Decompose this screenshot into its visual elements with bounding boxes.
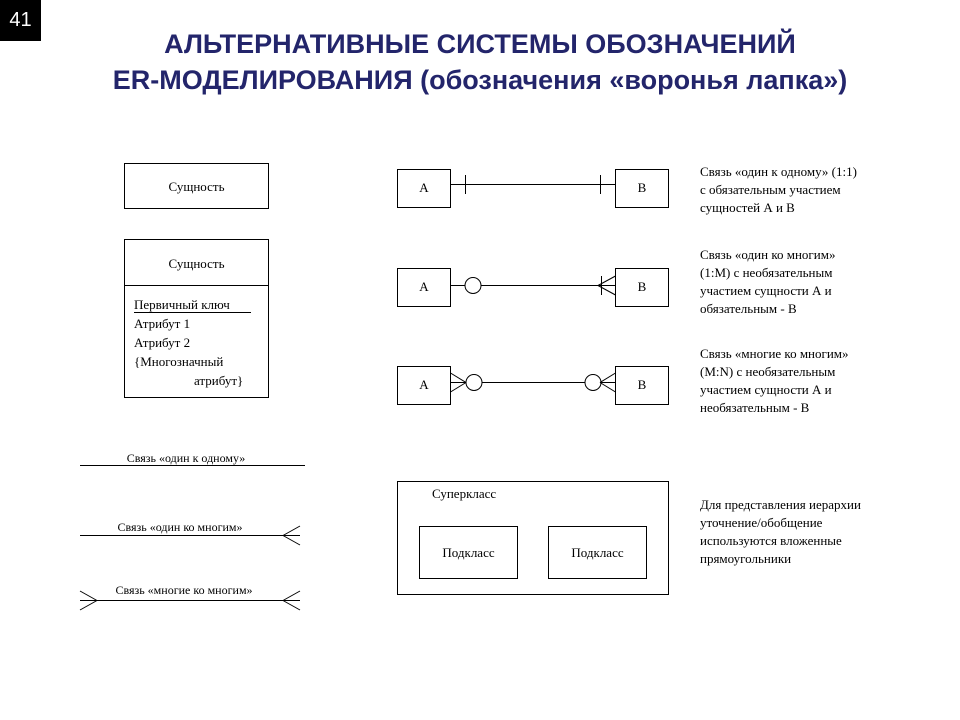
rel2-description-line: участием сущности А и	[700, 283, 832, 298]
multivalued-attribute-label-2: атрибут}	[194, 373, 244, 388]
subclass-label-1: Подкласс	[442, 545, 494, 560]
entity-detailed-label: Сущность	[168, 256, 224, 271]
entity-simple-label: Сущность	[168, 179, 224, 194]
rel2-label-b: B	[638, 279, 647, 294]
page-title: АЛЬТЕРНАТИВНЫЕ СИСТЕМЫ ОБОЗНАЧЕНИЙ ER-МО…	[0, 26, 960, 98]
title-line-2: ER-МОДЕЛИРОВАНИЯ (обозначения «воронья л…	[112, 65, 848, 95]
rel3-label-b: B	[638, 377, 647, 392]
superclass-label: Суперкласс	[432, 486, 496, 501]
rel1-label-a: A	[419, 180, 429, 195]
rel3-description-line: участием сущности А и	[700, 382, 832, 397]
rel3-description-line: (M:N) с необязательным	[700, 364, 836, 379]
rel2-description-line: обязательным - В	[700, 301, 797, 316]
title-line-1: АЛЬТЕРНАТИВНЫЕ СИСТЕМЫ ОБОЗНАЧЕНИЙ	[164, 29, 796, 59]
rel3-label-a: A	[419, 377, 429, 392]
slide-number: 41	[0, 0, 41, 41]
hierarchy-description-line: используются вложенные	[700, 533, 842, 548]
hierarchy-description-line: прямоугольники	[700, 551, 792, 566]
rel1-description-line: с обязательным участием	[700, 182, 841, 197]
hierarchy-description-line: уточнение/обобщение	[700, 515, 823, 530]
legend-label-many-to-many: Связь «многие ко многим»	[115, 583, 252, 597]
subclass-box-2	[548, 526, 647, 579]
rel3-description: Связь «многие ко многим» (M:N) с необяза…	[700, 345, 849, 417]
rel1-description-line: сущностей А и В	[700, 200, 795, 215]
legend-label-one-to-many: Связь «один ко многим»	[117, 520, 242, 534]
rel2-description-line: (1:M) с необязательным	[700, 265, 833, 280]
legend-line-one-to-many	[80, 525, 301, 546]
rel1-connector	[450, 175, 616, 194]
rel3-description-line: необязательным - В	[700, 400, 810, 415]
attribute-1-label: Атрибут 1	[134, 316, 191, 331]
multivalued-attribute-label-1: {Многозначный	[134, 354, 224, 369]
rel3-connector	[450, 372, 616, 393]
primary-key-label: Первичный ключ	[134, 297, 230, 312]
legend-line-many-to-many	[79, 590, 301, 611]
rel2-description-line: Связь «один ко многим»	[700, 247, 836, 262]
entity-simple-box	[124, 163, 269, 209]
rel1-entity-b	[615, 169, 669, 208]
hierarchy-description: Для представления иерархии уточнение/обо…	[700, 496, 861, 568]
rel3-entity-b	[615, 366, 669, 405]
entity-attributes: Первичный ключ Атрибут 1 Атрибут 2 {Мног…	[134, 295, 243, 390]
rel3-description-line: Связь «многие ко многим»	[700, 346, 849, 361]
rel1-description: Связь «один к одному» (1:1) с обязательн…	[700, 163, 857, 217]
attribute-2-label: Атрибут 2	[134, 335, 191, 350]
rel1-entity-a	[397, 169, 451, 208]
legend-label-one-to-one: Связь «один к одному»	[127, 451, 246, 465]
subclass-label-2: Подкласс	[571, 545, 623, 560]
rel1-description-line: Связь «один к одному» (1:1)	[700, 164, 857, 179]
rel1-label-b: B	[638, 180, 647, 195]
rel3-entity-a	[397, 366, 451, 405]
rel2-entity-b	[615, 268, 669, 307]
rel2-entity-a	[397, 268, 451, 307]
entity-detailed-box	[124, 239, 269, 398]
rel2-description: Связь «один ко многим» (1:M) с необязате…	[700, 246, 835, 318]
subclass-box-1	[419, 526, 518, 579]
hierarchy-description-line: Для представления иерархии	[700, 497, 861, 512]
rel2-connector	[450, 275, 616, 296]
superclass-box	[397, 481, 669, 595]
rel2-label-a: A	[419, 279, 429, 294]
